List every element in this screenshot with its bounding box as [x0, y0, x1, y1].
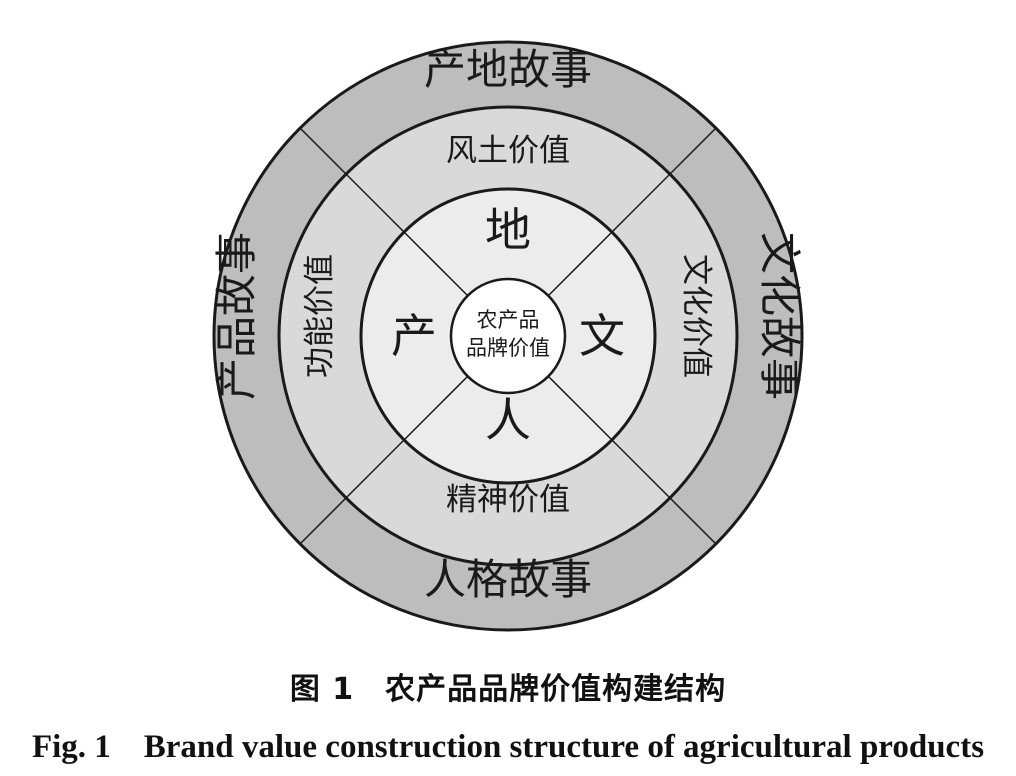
brand-value-diagram: 农产品 品牌价值 地 产 文 人 风土价值 精神价值 功能价值 文化价值 产地故… — [212, 40, 804, 632]
middle-label-right: 文化价值 — [678, 254, 714, 378]
outer-label-top: 产地故事 — [424, 45, 592, 94]
center-circle — [449, 277, 567, 395]
divider-line-nw — [299, 127, 469, 297]
middle-label-top: 风土价值 — [446, 133, 570, 169]
center-label-line2: 品牌价值 — [466, 336, 550, 360]
outer-label-left: 产品故事 — [212, 232, 261, 400]
outer-label-right: 文化故事 — [755, 232, 804, 400]
center-label-line1: 农产品 — [477, 308, 540, 332]
divider-line-sw — [299, 375, 469, 545]
inner-label-top: 地 — [485, 203, 531, 257]
divider-line-se — [547, 375, 717, 545]
inner-label-bottom: 人 — [485, 393, 531, 447]
divider-line-ne — [547, 127, 717, 297]
inner-label-left: 产 — [391, 309, 437, 363]
middle-label-bottom: 精神价值 — [446, 482, 570, 518]
figure-caption-english: Fig. 1 Brand value construction structur… — [31, 729, 985, 765]
inner-label-right: 文 — [579, 309, 625, 363]
middle-label-left: 功能价值 — [302, 254, 338, 378]
figure-caption-chinese: 图 1 农产品品牌价值构建结构 — [289, 672, 727, 707]
outer-label-bottom: 人格故事 — [424, 555, 592, 604]
